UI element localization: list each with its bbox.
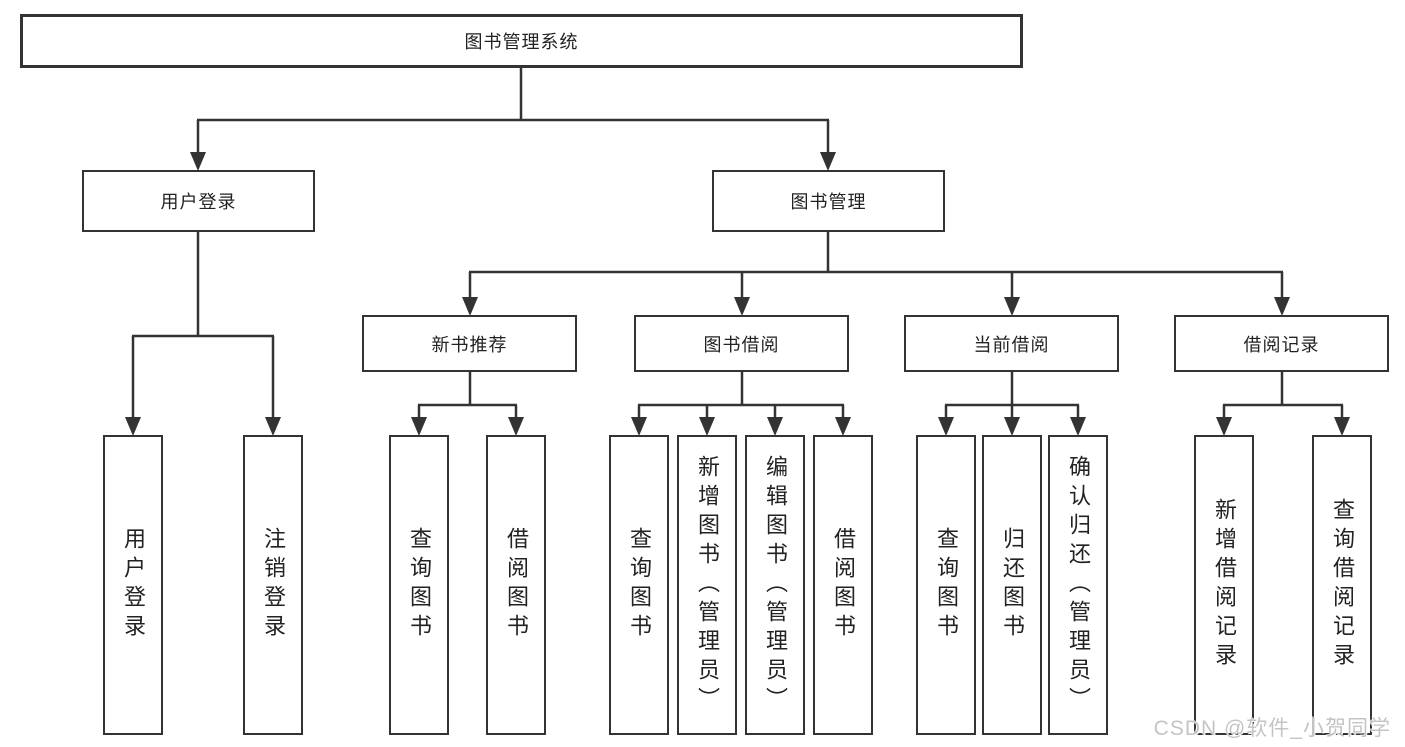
node-current-borrow-label: 当前借阅: [973, 334, 1050, 355]
leaf-query-books-current: 查询图书: [916, 435, 976, 735]
edges-book-borrow-to-leaves: [631, 372, 851, 436]
node-book-borrow: 图书借阅: [634, 315, 849, 372]
node-user-login: 用户登录: [82, 170, 315, 232]
edges-user-login-to-leaves: [125, 232, 281, 436]
leaf-logout: 注销登录: [243, 435, 303, 735]
node-root: 图书管理系统: [20, 14, 1023, 68]
leaf-return-books: 归还图书: [982, 435, 1042, 735]
edges-borrow-records-to-leaves: [1216, 372, 1350, 436]
leaf-borrow-books: 借阅图书: [813, 435, 873, 735]
edges-new-book-rec-to-leaves: [411, 372, 524, 436]
node-root-label: 图书管理系统: [464, 32, 579, 52]
leaf-user-login: 用户登录: [103, 435, 163, 735]
leaf-query-borrow-record-label: 查询借阅记录: [1330, 498, 1355, 672]
leaf-borrow-books-rec: 借阅图书: [486, 435, 546, 735]
leaf-borrow-books-label: 借阅图书: [831, 527, 856, 643]
edges-root-to-level2: [190, 68, 836, 171]
watermark: CSDN @软件_小贺同学: [1153, 717, 1391, 740]
leaf-user-login-label: 用户登录: [121, 527, 146, 643]
node-new-book-rec: 新书推荐: [362, 315, 577, 372]
leaf-query-borrow-record: 查询借阅记录: [1312, 435, 1372, 735]
leaf-query-books-borrow-label: 查询图书: [627, 527, 652, 643]
leaf-logout-label: 注销登录: [261, 527, 286, 643]
leaf-edit-books-admin-label: 编辑图书（管理员）: [763, 454, 788, 716]
leaf-query-books-rec: 查询图书: [389, 435, 449, 735]
node-current-borrow: 当前借阅: [904, 315, 1119, 372]
edges-book-mgmt-to-level3: [462, 232, 1290, 316]
leaf-query-books-rec-label: 查询图书: [407, 527, 432, 643]
leaf-edit-books-admin: 编辑图书（管理员）: [745, 435, 805, 735]
edges-current-borrow-to-leaves: [938, 372, 1086, 436]
leaf-add-borrow-record: 新增借阅记录: [1194, 435, 1254, 735]
node-book-mgmt-label: 图书管理: [790, 192, 867, 212]
node-new-book-rec-label: 新书推荐: [431, 334, 508, 355]
leaf-add-books-admin: 新增图书（管理员）: [677, 435, 737, 735]
leaf-return-books-label: 归还图书: [1000, 527, 1025, 643]
leaf-query-books-current-label: 查询图书: [934, 527, 959, 643]
leaf-add-books-admin-label: 新增图书（管理员）: [695, 454, 720, 716]
node-borrow-records-label: 借阅记录: [1243, 334, 1320, 355]
leaf-add-borrow-record-label: 新增借阅记录: [1212, 498, 1237, 672]
node-user-login-label: 用户登录: [160, 192, 237, 212]
node-borrow-records: 借阅记录: [1174, 315, 1389, 372]
leaf-borrow-books-rec-label: 借阅图书: [504, 527, 529, 643]
leaf-confirm-return-admin-label: 确认归还（管理员）: [1066, 454, 1091, 716]
node-book-borrow-label: 图书借阅: [703, 334, 780, 355]
leaf-confirm-return-admin: 确认归还（管理员）: [1048, 435, 1108, 735]
leaf-query-books-borrow: 查询图书: [609, 435, 669, 735]
node-book-mgmt: 图书管理: [712, 170, 945, 232]
